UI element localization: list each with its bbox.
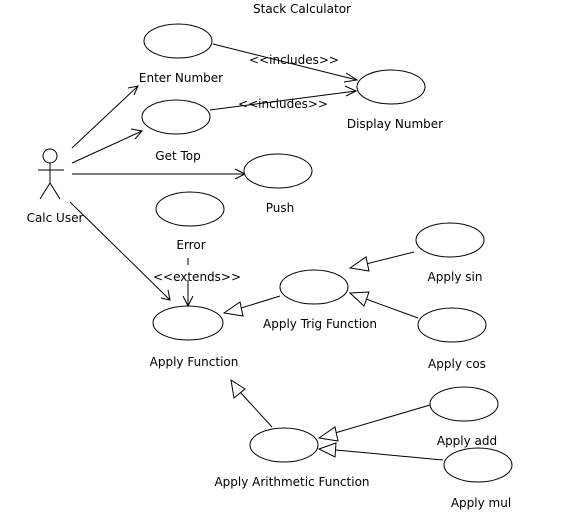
use-case-apply-cos[interactable]: [417, 307, 487, 343]
actor-head: [42, 148, 58, 164]
use-case-display-number[interactable]: [356, 69, 426, 105]
association-push: [72, 168, 247, 180]
actor-right-leg: [49, 182, 61, 200]
use-case-label-apply-add: Apply add: [437, 434, 497, 448]
use-case-label-display-number: Display Number: [347, 117, 443, 131]
use-case-label-apply-mul: Apply mul: [451, 496, 511, 510]
actor-label: Calc User: [27, 211, 84, 225]
association-enter-number: [71, 85, 139, 149]
generalization-arith-to-apply-function: [230, 378, 273, 428]
use-case-label-apply-sin: Apply sin: [428, 270, 483, 284]
use-case-apply-sin[interactable]: [415, 222, 485, 258]
use-case-apply-arithmetic-function[interactable]: [249, 427, 319, 463]
use-case-apply-function[interactable]: [152, 305, 224, 341]
use-case-label-apply-cos: Apply cos: [428, 357, 486, 371]
includes-gettop-to-display: [209, 85, 358, 111]
use-case-apply-trig-function[interactable]: [279, 269, 349, 305]
use-case-label-apply-arithmetic-function: Apply Arithmetic Function: [214, 475, 369, 489]
extends-label: <<extends>>: [153, 270, 241, 284]
generalization-cos-to-trig: [348, 291, 419, 319]
generalization-sin-to-trig: [348, 251, 415, 272]
use-case-get-top[interactable]: [141, 99, 211, 135]
includes-enter-to-display: [212, 43, 359, 83]
use-case-apply-add[interactable]: [429, 386, 499, 422]
diagram-title: Stack Calculator: [253, 2, 351, 16]
generalization-add-to-arith: [317, 404, 431, 442]
association-get-top: [71, 128, 143, 164]
generalization-trig-to-apply-function: [222, 295, 281, 317]
use-case-label-apply-function: Apply Function: [150, 355, 239, 369]
use-case-label-enter-number: Enter Number: [139, 71, 223, 85]
use-case-label-error: Error: [176, 238, 205, 252]
includes-label-1: <<includes>>: [249, 53, 339, 67]
use-case-error[interactable]: [155, 191, 225, 227]
generalization-mul-to-arith: [317, 442, 444, 461]
use-case-label-get-top: Get Top: [155, 149, 200, 163]
actor-left-leg: [39, 182, 51, 200]
use-case-push[interactable]: [243, 153, 313, 189]
association-apply-function: [69, 201, 171, 301]
use-case-enter-number[interactable]: [143, 23, 213, 59]
actor-calc-user[interactable]: [38, 148, 64, 200]
includes-label-2: <<includes>>: [238, 97, 328, 111]
use-case-label-apply-trig-function: Apply Trig Function: [263, 317, 377, 331]
use-case-apply-mul[interactable]: [443, 447, 513, 483]
use-case-label-push: Push: [266, 201, 295, 215]
